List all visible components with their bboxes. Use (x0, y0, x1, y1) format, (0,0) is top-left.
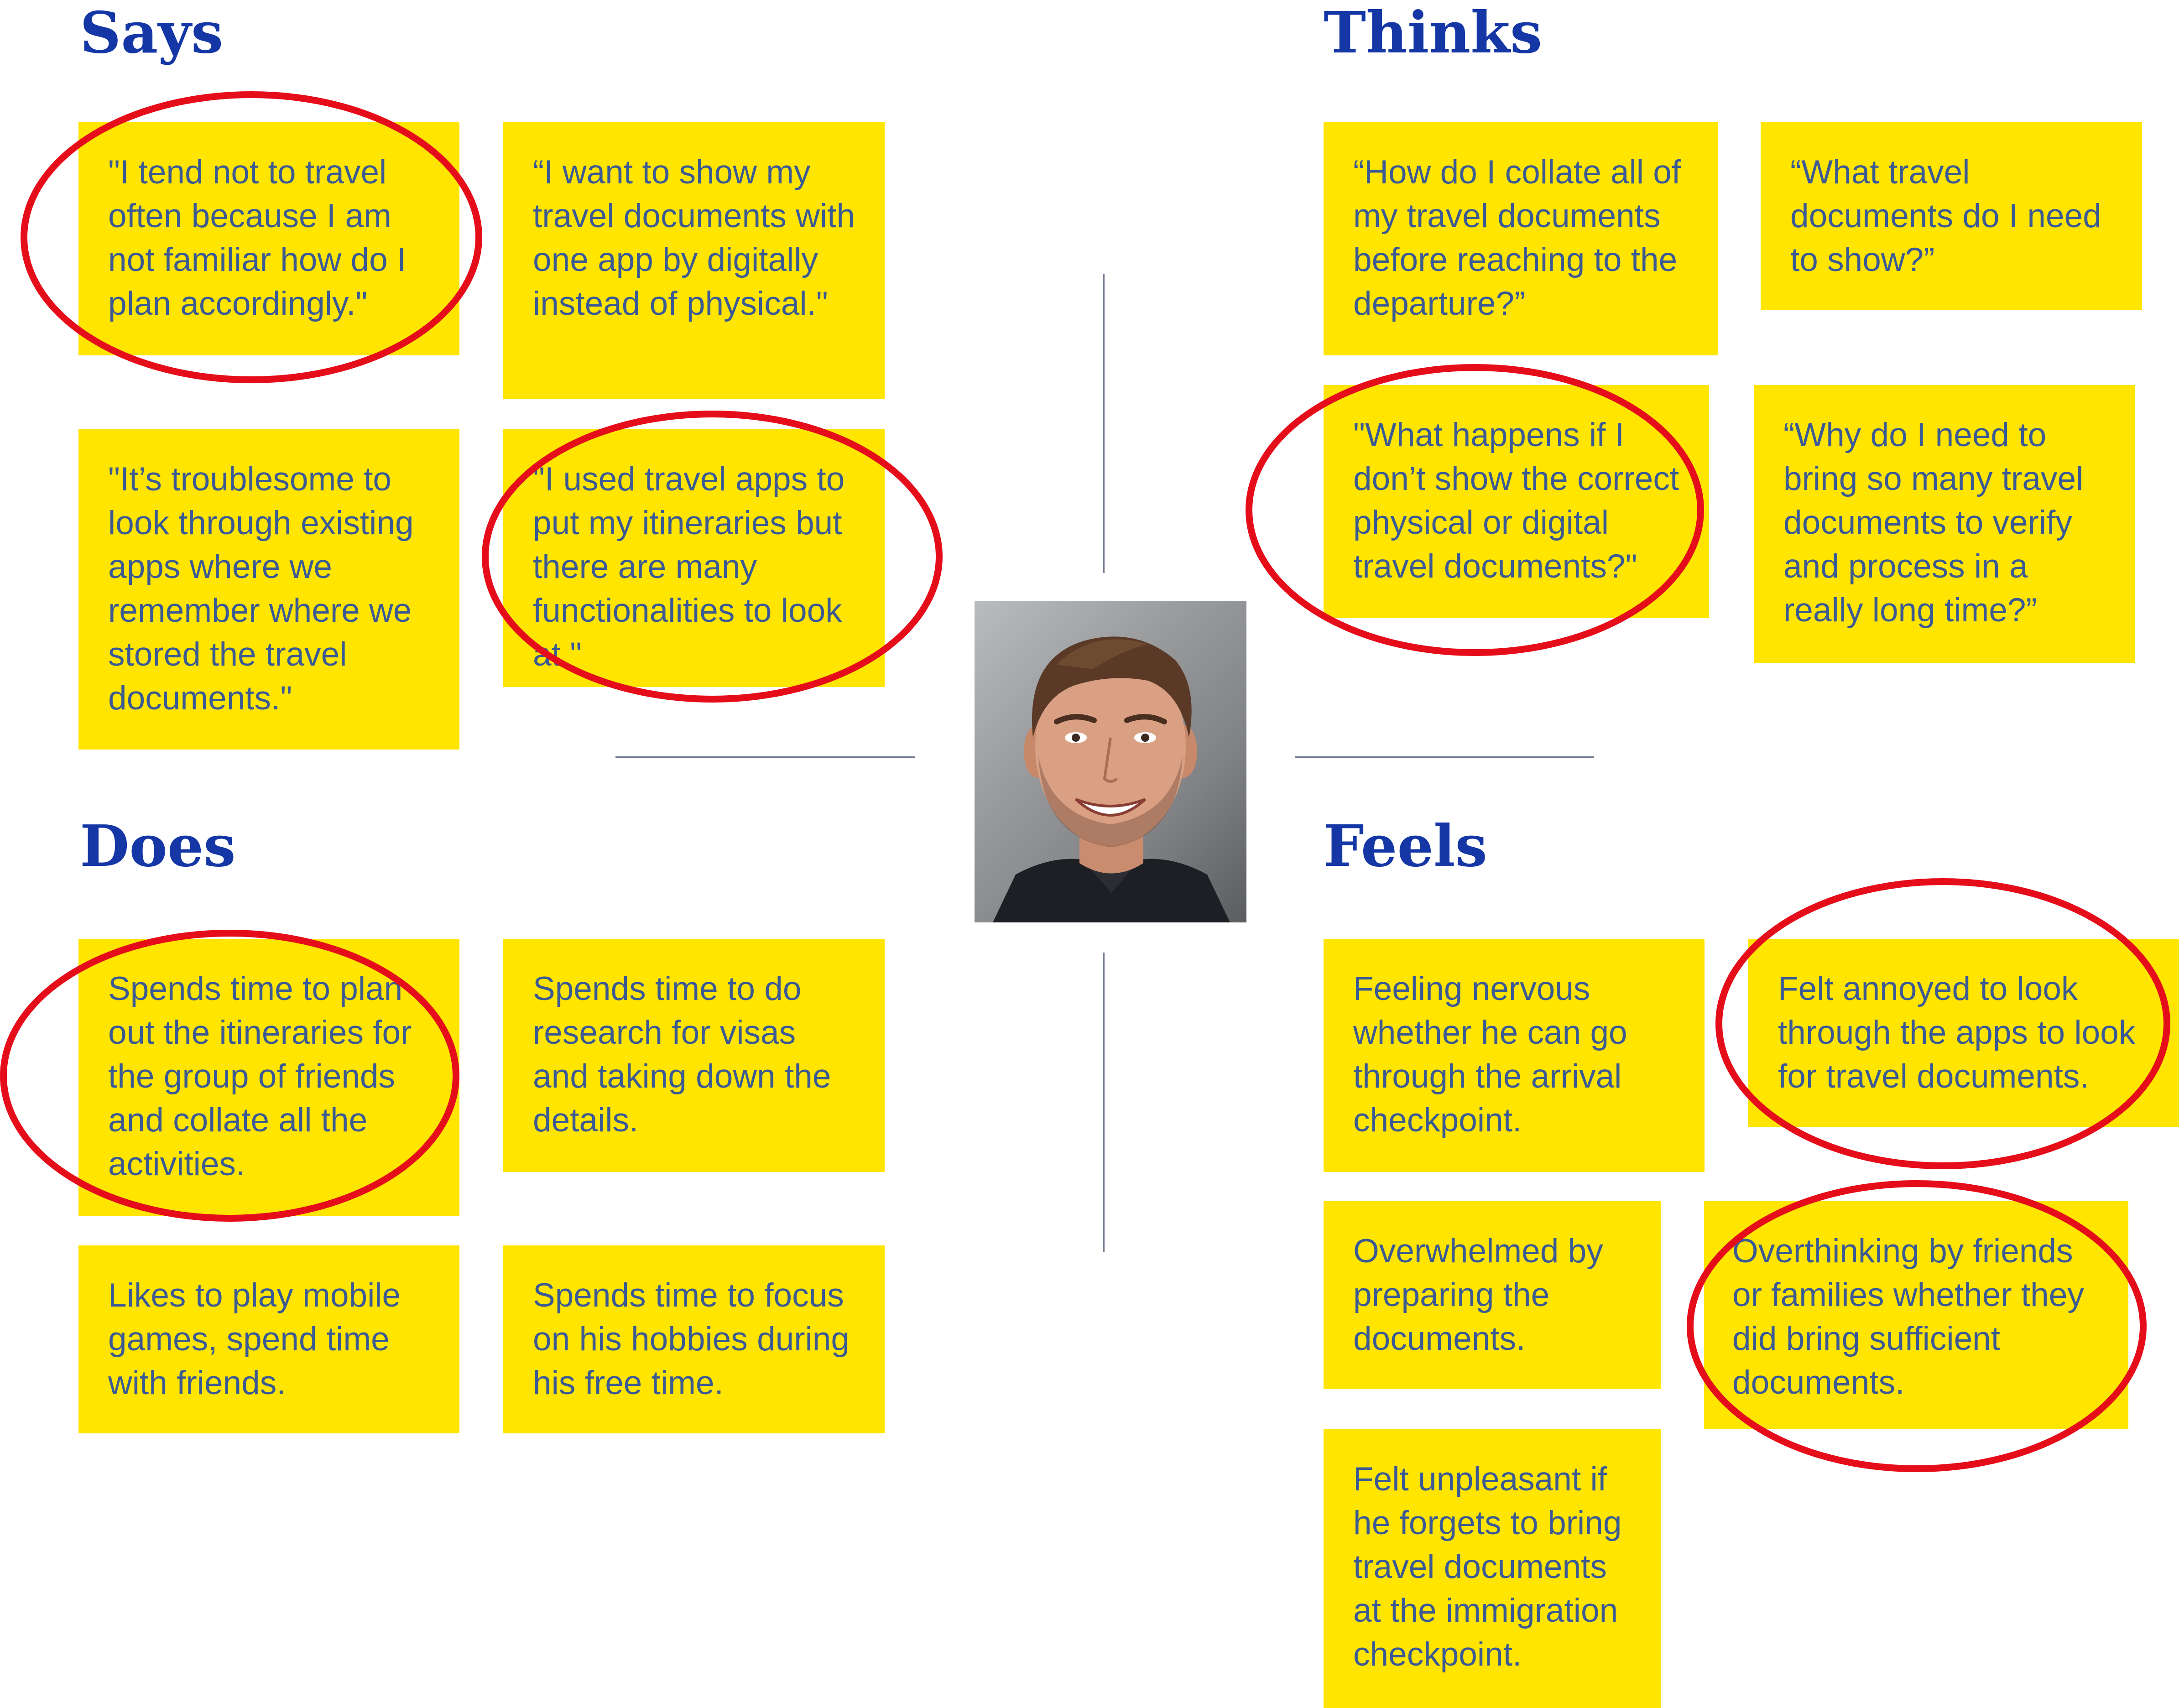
does-note-4: Spends time to focus on his hobbies duri… (503, 1245, 885, 1433)
divider-right-horizontal (1295, 756, 1594, 758)
feels-heading: Feels (1324, 813, 1487, 880)
does-note-3: Likes to play mobile games, spend time w… (78, 1245, 459, 1433)
says-note-4: "I used travel apps to put my itinerarie… (503, 429, 885, 687)
says-heading: Says (80, 0, 224, 66)
feels-note-3: Overwhelmed by preparing the documents. (1324, 1201, 1661, 1389)
does-note-2: Spends time to do research for visas and… (503, 939, 885, 1172)
feels-note-1: Feeling nervous whether he can go throug… (1324, 939, 1705, 1172)
user-portrait (975, 601, 1246, 922)
thinks-note-4: “Why do I need to bring so many travel d… (1754, 385, 2135, 663)
feels-note-4: Overthinking by friends or families whet… (1704, 1201, 2128, 1429)
says-note-1: "I tend not to travel often because I am… (78, 122, 459, 355)
does-heading: Does (80, 813, 236, 880)
feels-note-2: Felt annoyed to look through the apps to… (1748, 939, 2179, 1127)
thinks-heading: Thinks (1324, 0, 1543, 66)
says-note-3: "It’s troublesome to look through existi… (78, 429, 459, 750)
thinks-note-2: “What travel documents do I need to show… (1761, 122, 2142, 310)
divider-left-horizontal (615, 756, 915, 758)
divider-bottom-vertical (1103, 953, 1105, 1252)
does-note-1: Spends time to plan out the itineraries … (78, 939, 459, 1216)
feels-note-5: Felt unpleasant if he forgets to bring t… (1324, 1429, 1661, 1708)
says-note-2: “I want to show my travel documents with… (503, 122, 885, 399)
divider-top-vertical (1103, 274, 1105, 573)
user-portrait-icon (993, 636, 1230, 922)
thinks-note-3: "What happens if I don’t show the correc… (1324, 385, 1709, 618)
thinks-note-1: “How do I collate all of my travel docum… (1324, 122, 1718, 355)
